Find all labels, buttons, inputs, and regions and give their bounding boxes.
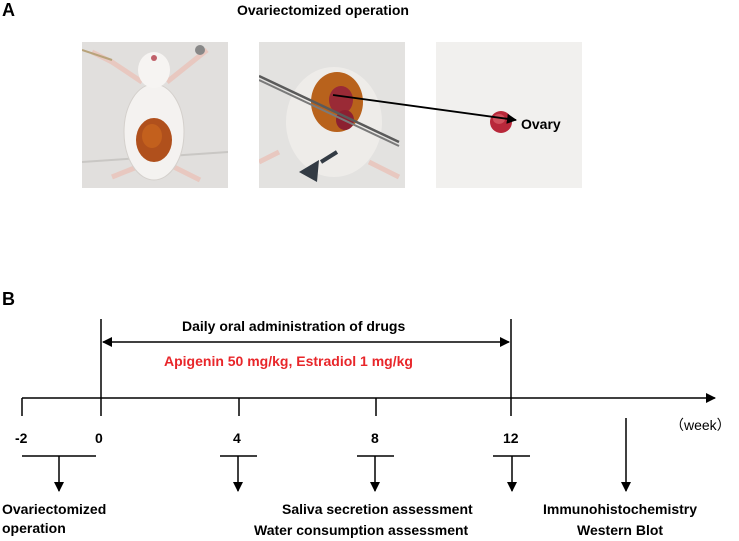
tick-label-8: 8 <box>371 430 379 446</box>
ovx-event-label-line2: operation <box>2 520 66 536</box>
final-analysis-label-line2: Western Blot <box>577 522 664 538</box>
panel-b-letter: B <box>2 289 15 309</box>
mouse-surgery-forceps-photo <box>259 42 405 188</box>
assessment-label-line1: Saliva secretion assessment <box>282 501 473 517</box>
ovary-label: Ovary <box>521 116 561 132</box>
final-analysis-label-line1: Immunohistochemistry <box>543 501 698 517</box>
ovx-event-label-line1: Ovariectomized <box>2 501 107 517</box>
assessment-label-line2: Water consumption assessment <box>254 522 469 538</box>
panel-a-letter: A <box>2 0 15 20</box>
treatment-label: Daily oral administration of drugs <box>182 318 406 334</box>
tick-label-4: 4 <box>233 430 241 446</box>
panel-a-title: Ovariectomized operation <box>237 2 409 18</box>
ovary-pointer-arrow <box>332 94 517 124</box>
mouse-supine-photo <box>82 42 228 188</box>
tick-label-12: 12 <box>503 430 519 446</box>
unit-label: （week） <box>670 417 731 433</box>
tick-label-0: 0 <box>95 430 103 446</box>
tick-label-neg2: -2 <box>15 430 28 446</box>
drugs-label: Apigenin 50 mg/kg, Estradiol 1 mg/kg <box>164 353 413 369</box>
